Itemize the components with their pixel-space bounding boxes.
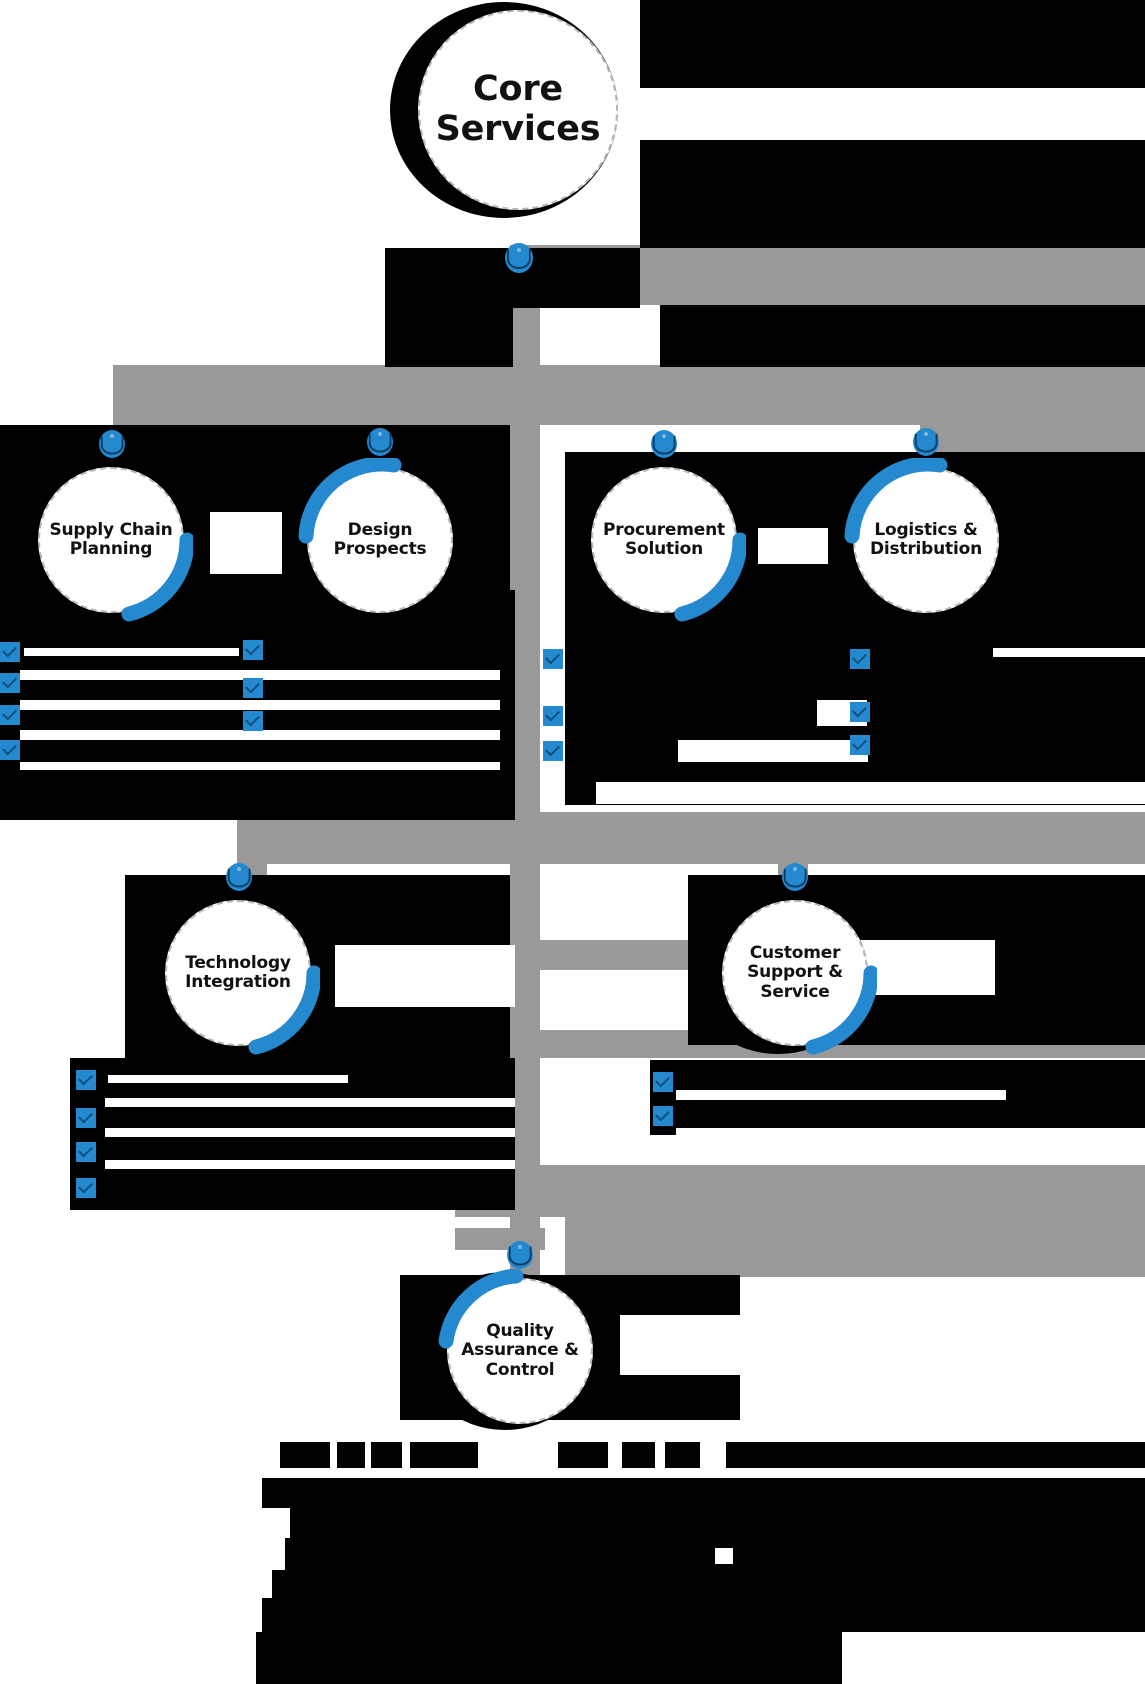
- redaction-block: [210, 512, 282, 574]
- redaction-gap: [24, 648, 239, 656]
- pin-marker-icon[interactable]: [913, 428, 939, 456]
- redaction-block: [385, 305, 513, 367]
- redaction-gap: [20, 762, 500, 770]
- bullet-checkbox-icon: [850, 735, 870, 755]
- node-core-services[interactable]: Core Services: [390, 2, 618, 218]
- bullet-checkbox-icon: [243, 678, 263, 698]
- bullet-checkbox-icon: [850, 649, 870, 669]
- node-circle: Procurement Solution: [591, 467, 737, 613]
- bullet-checkbox-icon: [243, 640, 263, 660]
- bullet-checkbox-icon: [850, 702, 870, 722]
- redaction-block: [620, 1315, 780, 1375]
- redaction-block: [565, 657, 1145, 805]
- redaction-gap: [105, 1128, 515, 1137]
- node-label: Design Prospects: [333, 519, 427, 559]
- node-supply-chain-planning[interactable]: Supply Chain Planning: [16, 459, 193, 622]
- redaction-gap: [330, 1442, 337, 1468]
- node-circle: Core Services: [418, 10, 618, 210]
- redaction-gap: [608, 1442, 622, 1468]
- node-design-prospects[interactable]: Design Prospects: [298, 458, 453, 613]
- node-customer-support-service[interactable]: Customer Support & Service: [688, 892, 877, 1055]
- redaction-block: [262, 1632, 842, 1684]
- redaction-block: [660, 305, 1145, 367]
- pin-marker-icon[interactable]: [651, 430, 677, 458]
- redaction-gap: [105, 1160, 515, 1169]
- redaction-gap: [365, 1442, 371, 1468]
- bullet-checkbox-icon: [543, 649, 563, 669]
- bullet-checkbox-icon: [76, 1178, 96, 1198]
- redaction-gap: [20, 700, 500, 710]
- node-circle: Quality Assurance & Control: [447, 1278, 593, 1424]
- node-procurement-solution[interactable]: Procurement Solution: [573, 461, 746, 622]
- redaction-gap: [478, 1442, 558, 1468]
- redaction-gap: [676, 1090, 1006, 1100]
- bullet-checkbox-icon: [0, 740, 20, 760]
- bullet-checkbox-icon: [0, 673, 20, 693]
- redaction-block: [855, 940, 995, 995]
- node-quality-assurance-control[interactable]: Quality Assurance & Control: [417, 1269, 593, 1430]
- bullet-checkbox-icon: [0, 705, 20, 725]
- bullet-checkbox-icon: [653, 1106, 673, 1126]
- redaction-gap: [715, 1548, 733, 1564]
- pin-marker-icon[interactable]: [226, 863, 252, 891]
- node-label: Core Services: [435, 69, 601, 149]
- redaction-block: [640, 140, 1145, 248]
- redaction-gap: [700, 1442, 726, 1468]
- redaction-block: [272, 1570, 1145, 1598]
- redaction-block: [335, 945, 515, 1007]
- node-circle: Logistics & Distribution: [853, 467, 999, 613]
- redaction-block: [262, 1478, 1145, 1508]
- node-label: Supply Chain Planning: [49, 519, 173, 559]
- bullet-checkbox-icon: [653, 1072, 673, 1092]
- pin-marker-icon[interactable]: [782, 863, 808, 891]
- bullet-checkbox-icon: [0, 642, 20, 662]
- node-label: Quality Assurance & Control: [461, 1320, 579, 1380]
- node-technology-integration[interactable]: Technology Integration: [127, 892, 320, 1055]
- bullet-checkbox-icon: [76, 1070, 96, 1090]
- redaction-gap: [108, 1075, 348, 1083]
- redaction-gap: [840, 1632, 1145, 1684]
- redaction-block: [290, 1508, 1145, 1538]
- node-label: Logistics & Distribution: [869, 519, 982, 559]
- redaction-gap: [20, 730, 500, 740]
- redaction-block: [262, 1598, 1145, 1632]
- bullet-checkbox-icon: [76, 1142, 96, 1162]
- pin-marker-icon[interactable]: [367, 428, 393, 456]
- pin-marker-icon[interactable]: [505, 243, 533, 273]
- redaction-gap: [105, 1098, 515, 1107]
- connector-row3-horizontal: [455, 1165, 1145, 1217]
- redaction-block: [640, 0, 1145, 88]
- node-circle: Customer Support & Service: [722, 900, 868, 1046]
- bullet-checkbox-icon: [243, 711, 263, 731]
- node-circle: Supply Chain Planning: [38, 467, 184, 613]
- redaction-gap: [676, 1128, 1145, 1138]
- redaction-block: [678, 740, 868, 762]
- redaction-gap: [655, 1442, 665, 1468]
- node-label: Procurement Solution: [603, 519, 725, 559]
- connector-row3-right-ext: [565, 1217, 1145, 1277]
- bullet-checkbox-icon: [76, 1108, 96, 1128]
- node-logistics-distribution[interactable]: Logistics & Distribution: [844, 458, 999, 613]
- redaction-block: [758, 528, 828, 564]
- redaction-gap: [402, 1442, 410, 1468]
- node-circle: Design Prospects: [307, 467, 453, 613]
- pin-marker-icon[interactable]: [99, 430, 125, 458]
- node-circle: Technology Integration: [165, 900, 311, 1046]
- connector-row2-horizontal: [237, 812, 1145, 864]
- connector-top-right-stub: [540, 245, 1145, 305]
- node-label: Technology Integration: [185, 952, 291, 992]
- pin-marker-icon[interactable]: [507, 1241, 533, 1269]
- bullet-checkbox-icon: [543, 741, 563, 761]
- redaction-block: [872, 740, 1002, 762]
- node-label: Customer Support & Service: [747, 942, 843, 1002]
- bullet-checkbox-icon: [543, 706, 563, 726]
- redaction-block: [596, 782, 1145, 804]
- redaction-gap: [20, 670, 500, 680]
